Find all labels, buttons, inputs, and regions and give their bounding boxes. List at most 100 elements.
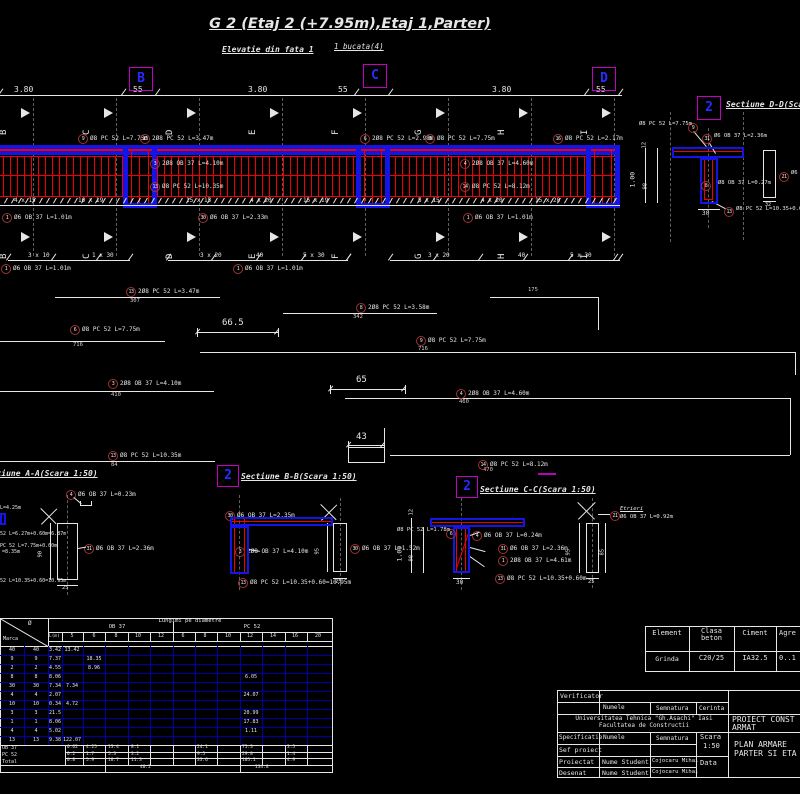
dim-tick — [235, 197, 239, 204]
section-title: Sectiune C-C(Scara 1:50) — [480, 485, 596, 494]
extract-table-border — [0, 618, 1, 772]
extract-table-diam: 12 — [246, 633, 254, 639]
extract-table-value: 7.34 — [65, 683, 79, 689]
dim-label: 40 — [256, 252, 264, 259]
bar-note: 410 — [111, 392, 121, 398]
beam-stirrup — [45, 156, 46, 196]
rebar-section-outline — [430, 518, 525, 527]
axis-letter: E — [248, 129, 258, 135]
extract-table-value: 9 — [34, 656, 38, 662]
callout-label: 2Ø8 OB 37 L=4.10m — [120, 380, 182, 387]
extract-table-value: 0.34 — [49, 701, 62, 707]
dim-tick — [347, 197, 351, 204]
beam-stirrup — [122, 156, 123, 196]
tb-semnatura-2: Semnatura — [656, 735, 689, 742]
extract-table-line — [240, 633, 241, 641]
extract-table-value: 2.07 — [49, 692, 62, 698]
callout-bubble: 13 — [724, 207, 734, 217]
drawing-line — [657, 148, 658, 203]
beam-bottom-rebar — [0, 196, 620, 197]
material-table-line — [645, 671, 800, 672]
dim-end — [278, 328, 279, 337]
extract-table-line — [217, 633, 218, 641]
rebar-section-outline — [763, 150, 776, 198]
title-block-line — [557, 777, 800, 778]
axis-grid-line — [670, 112, 671, 242]
title-block-line — [557, 767, 696, 768]
extract-table-grid — [83, 646, 84, 745]
drawing-line — [645, 148, 646, 203]
tb-scara-value: 1:50 — [703, 742, 720, 750]
dim-label: 55 — [596, 85, 606, 94]
drawing-line — [579, 523, 580, 573]
beam-stirrup — [94, 156, 95, 196]
extract-table-grid — [173, 646, 174, 745]
extract-table-grid — [217, 646, 218, 745]
beam-stirrup — [192, 156, 193, 196]
callout-bubble: 31 — [84, 544, 94, 554]
extract-table-line — [173, 622, 174, 641]
dim-tick — [221, 197, 225, 204]
dim-label: 66.5 — [222, 318, 244, 328]
callout-label: Ø8 PC 52 L=8.12m — [490, 461, 548, 468]
dim-label: 15 x 19 — [303, 197, 329, 204]
drawing-label: 52 L=10.35+0.60=10.95m — [0, 578, 67, 584]
extract-table-diam: 6 — [181, 633, 185, 639]
dim-tick — [172, 197, 176, 204]
dim-label: 3 x 20 — [200, 252, 222, 259]
drawing-label: Ø8 OB 37 L=0.27m — [718, 180, 771, 186]
beam-stirrup — [493, 156, 494, 196]
beam-stirrup — [10, 156, 11, 196]
drawing-line — [453, 578, 470, 579]
material-table-line — [645, 626, 800, 627]
dim-label: 5 x 30 — [303, 252, 325, 259]
dim-label: 3.80 — [14, 85, 34, 94]
extract-table-grid — [128, 646, 129, 745]
dim-label: 5 x 30 — [570, 252, 592, 259]
dim-label: 3.80 — [492, 85, 512, 94]
bar-note: 84 — [111, 462, 118, 468]
extract-table-grid — [62, 646, 63, 745]
extract-table-value: 17.83 — [243, 719, 259, 725]
callout-label: Ø8 PC 52 L=10.35+0.60=10.95m — [250, 579, 352, 586]
extract-table-grid — [0, 655, 332, 656]
section-title: Sectiune B-B(Scara 1:50) — [241, 472, 357, 481]
pieces-subtitle: 1 bucata(4) — [334, 42, 384, 51]
section-arrow-triangle-icon — [104, 108, 113, 118]
extract-table-value: 3 — [10, 710, 14, 716]
extract-table-diam: 6 — [92, 633, 96, 639]
callout-bubble: 30 — [350, 544, 360, 554]
extract-table-line — [150, 633, 151, 641]
section-arrow-triangle-icon — [519, 232, 528, 242]
extract-table-grid — [285, 646, 286, 745]
extract-table-value: 4 — [34, 692, 38, 698]
dim-tick — [158, 197, 162, 204]
extract-table-line — [83, 633, 84, 641]
callout-bubble: 1 — [2, 213, 12, 223]
extract-table-value: 21.5 — [49, 710, 62, 716]
beam-stirrup — [409, 156, 410, 196]
drawing-label: 30 — [702, 210, 710, 217]
extract-table-line — [173, 745, 174, 765]
title-block-line — [599, 690, 600, 714]
drawing-line — [244, 519, 245, 572]
beam-stirrup — [234, 156, 235, 196]
material-row-agregate: 0..1 — [779, 654, 796, 662]
elevation-subtitle: Elevatie din fata 1 — [222, 45, 314, 54]
material-row-clasa: C20/25 — [698, 654, 725, 662]
beam-stirrup — [444, 156, 445, 196]
callout-bubble: 13 — [238, 578, 248, 588]
drawing-line — [333, 578, 347, 579]
beam-stirrup — [213, 156, 214, 196]
drawing-line — [432, 522, 523, 523]
beam-stirrup — [437, 156, 438, 196]
beam-stirrup — [108, 156, 109, 196]
axis-grid-line — [461, 498, 462, 590]
callout-bubble: 9 — [416, 336, 426, 346]
drawing-label: 95 — [314, 547, 321, 555]
dim-tick — [578, 197, 582, 204]
drawing-label: 25 — [335, 579, 342, 585]
drawing-line — [50, 523, 51, 580]
drawing-label: 95 — [565, 548, 572, 556]
extract-table-diam: 8 — [114, 633, 118, 639]
